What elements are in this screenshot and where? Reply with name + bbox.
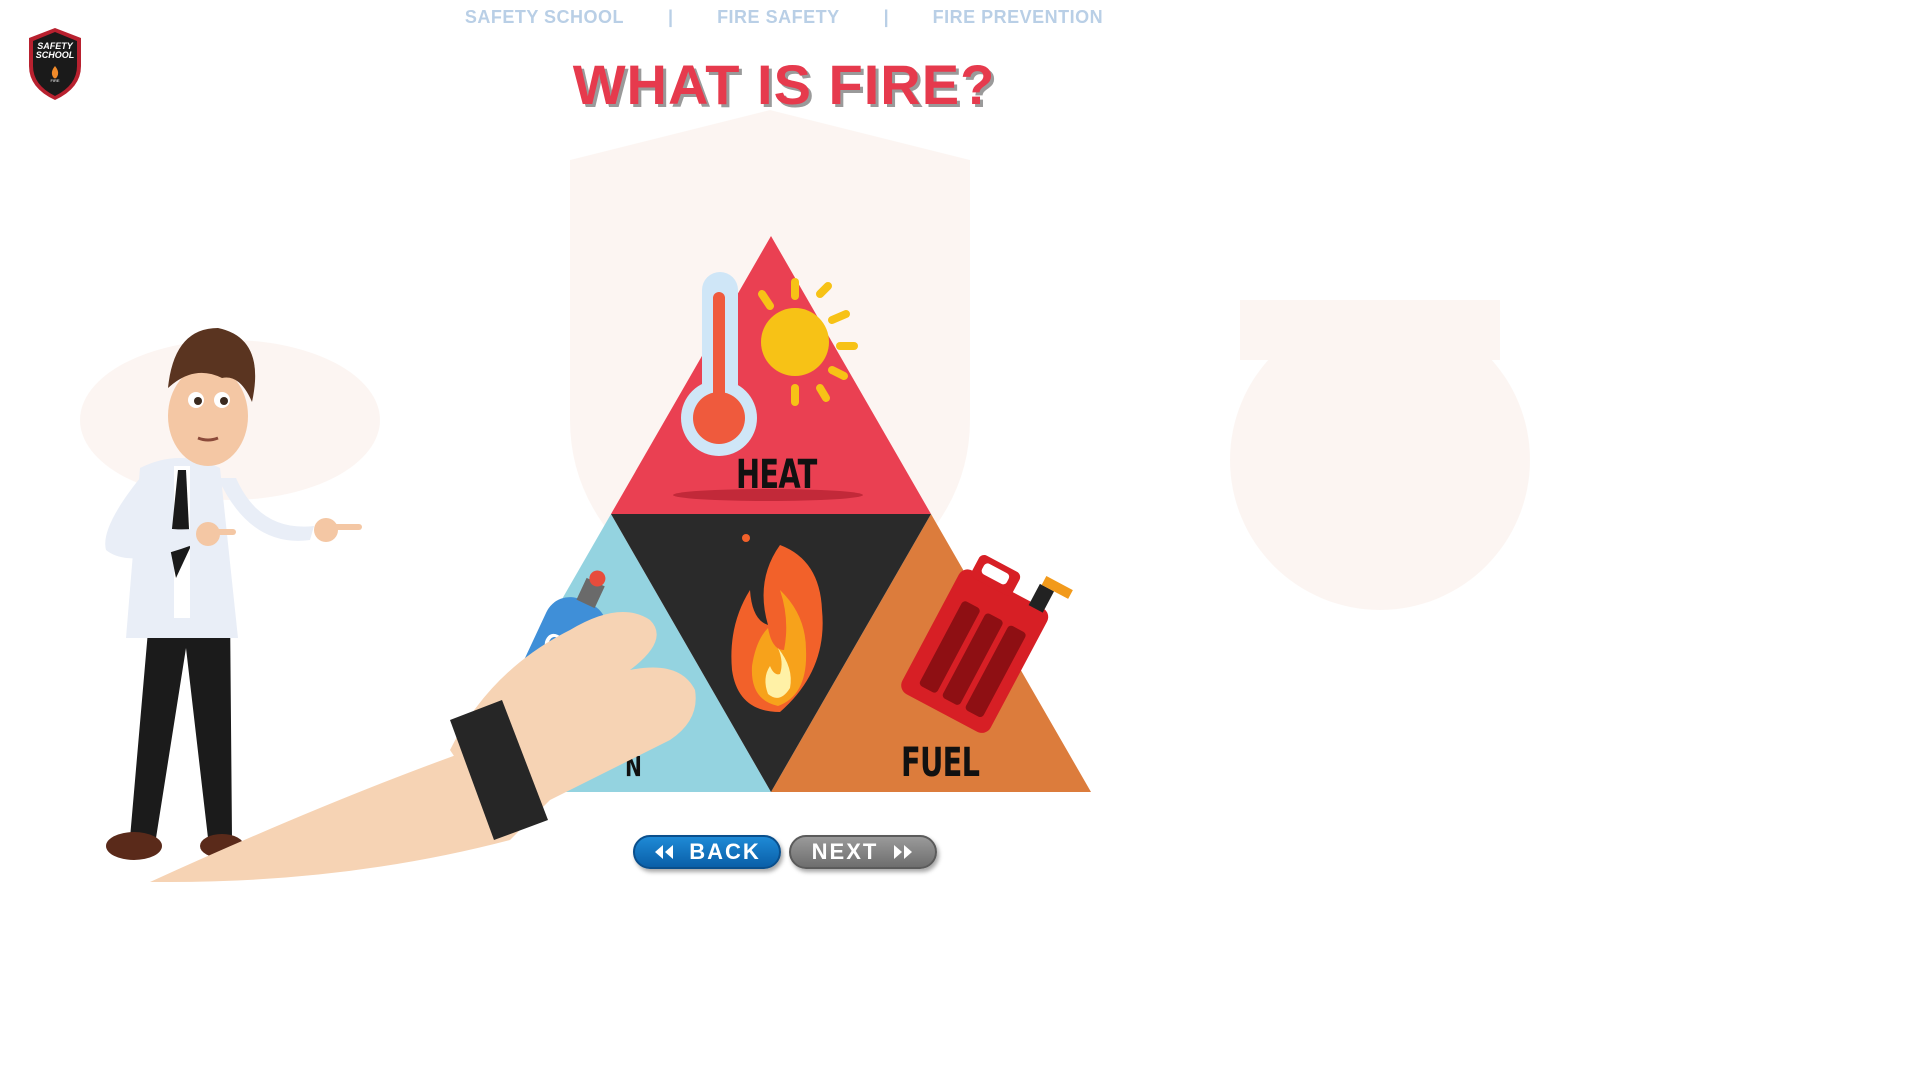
- sun-icon: [758, 278, 858, 406]
- back-button[interactable]: BACK: [633, 835, 781, 869]
- shield-icon: [29, 28, 81, 100]
- nav-safety-school[interactable]: SAFETY SCHOOL: [464, 6, 625, 27]
- double-chevron-right-icon: [894, 845, 913, 859]
- next-button-label: NEXT: [811, 839, 879, 864]
- pointing-hand: [150, 612, 696, 882]
- nav-separator: |: [668, 6, 674, 27]
- fuel-label: FUEL: [901, 740, 980, 786]
- back-button-label: BACK: [689, 839, 761, 864]
- page-title: WHAT IS FIRE?: [572, 53, 996, 116]
- nav-separator: |: [883, 6, 889, 27]
- logo-subtitle: FIRE: [50, 78, 60, 83]
- next-button[interactable]: NEXT: [789, 835, 937, 869]
- teacher-character: [105, 328, 362, 860]
- nav-fire-prevention[interactable]: FIRE PREVENTION: [932, 6, 1104, 27]
- fuel-can-icon: [901, 555, 1073, 733]
- heat-label: HEAT: [736, 452, 817, 498]
- double-chevron-left-icon: [655, 845, 674, 859]
- flame-icon: [731, 534, 823, 712]
- nav-fire-safety[interactable]: FIRE SAFETY: [717, 6, 840, 27]
- heat-segment: [611, 236, 931, 514]
- top-navigation: SAFETY SCHOOL | FIRE SAFETY | FIRE PREVE…: [0, 6, 1568, 28]
- thermometer-icon: [681, 272, 757, 456]
